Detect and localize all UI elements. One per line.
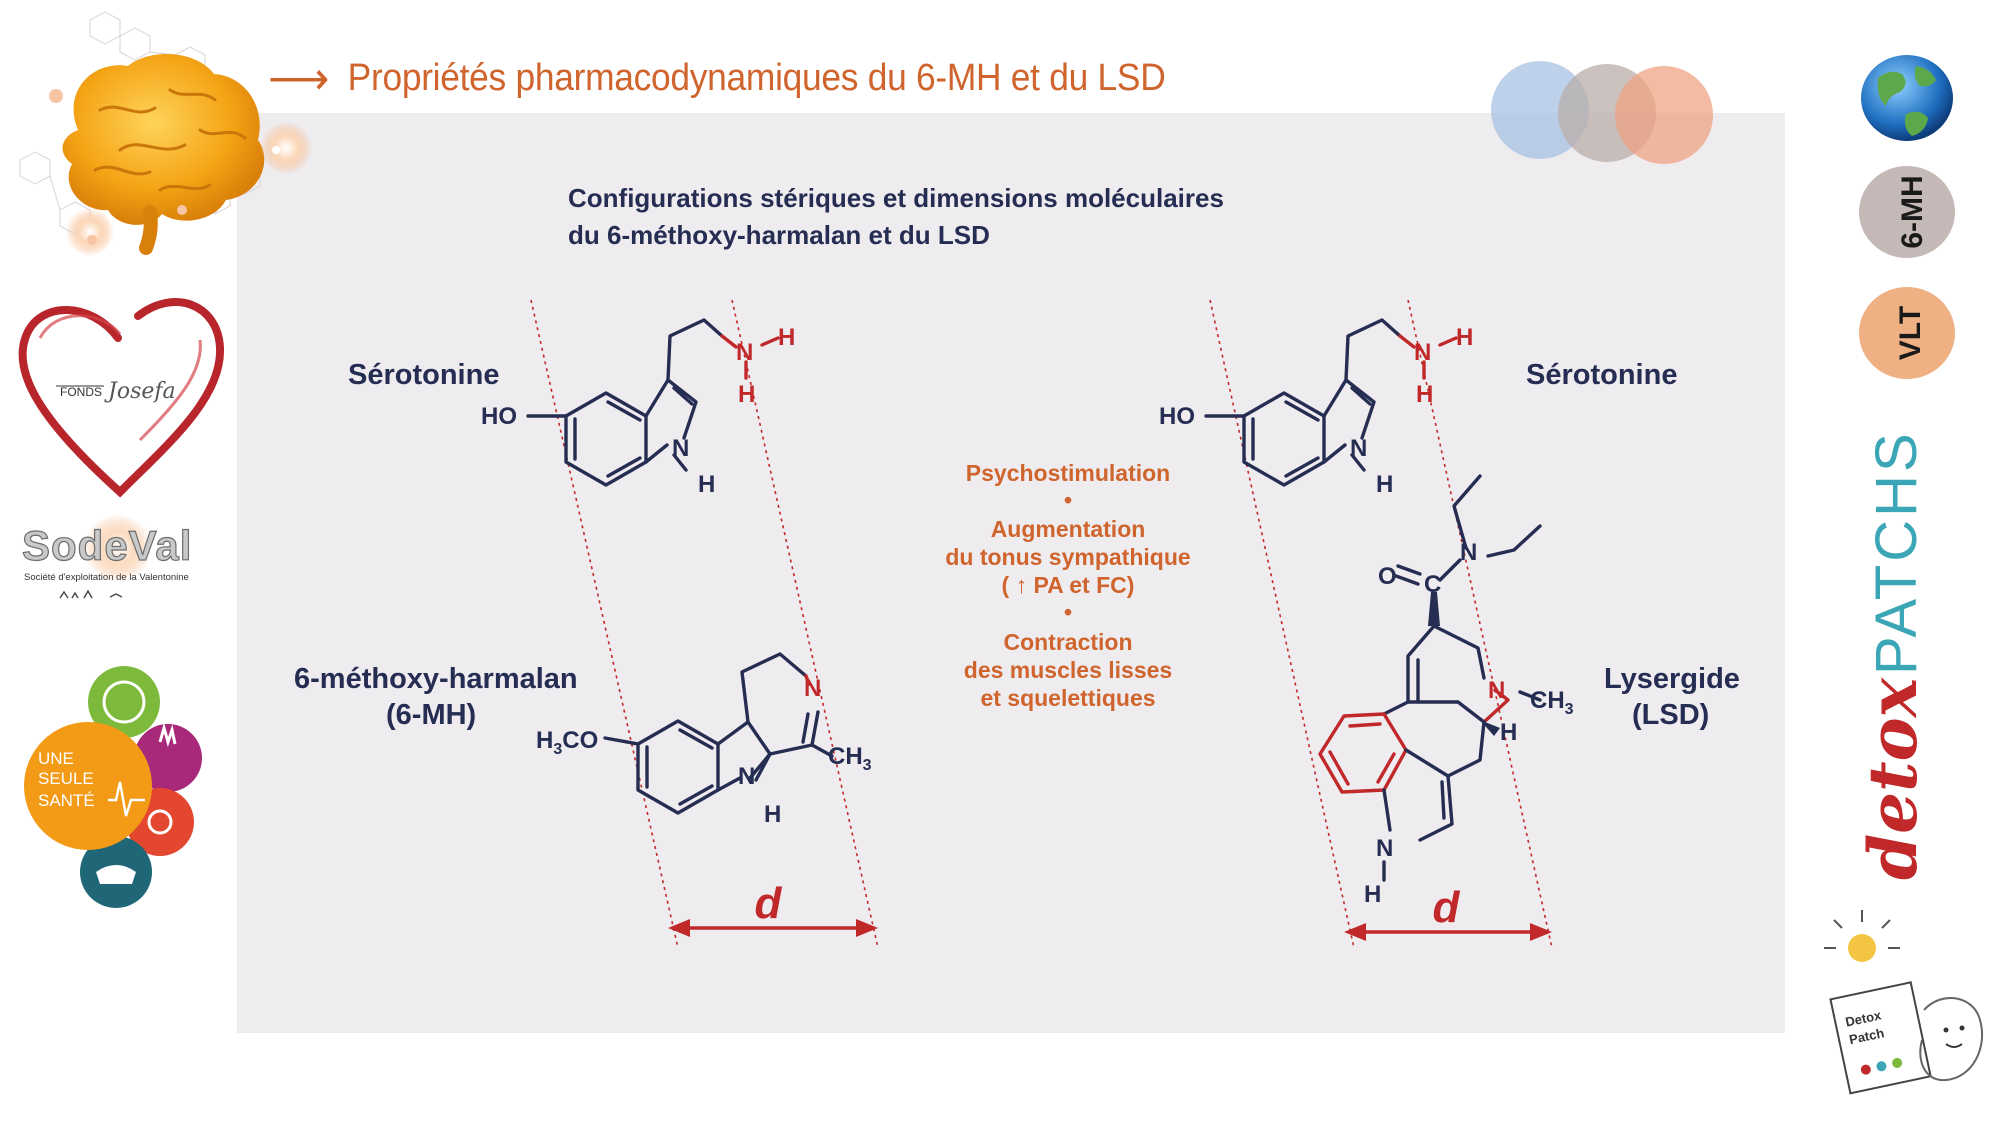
right-diagram: Sérotonine HO N H N H H Lysergide (LSD) — [1159, 299, 1740, 949]
heading-line-2: du 6-méthoxy-harmalan et du LSD — [568, 220, 990, 250]
right-lsd-ring-n: N — [1488, 677, 1505, 704]
left-serotonin-amine-h1: H — [778, 324, 795, 351]
left-harmalan-methoxy: H3CO — [536, 727, 598, 758]
effects-list: Psychostimulation • Augmentation du tonu… — [945, 460, 1190, 711]
right-lsd-indole-h: H — [1364, 881, 1381, 908]
left-distance-label: d — [755, 879, 783, 928]
detox-patchs-brand: detox PATCHS — [1854, 430, 1932, 880]
left-harmalan-n: N — [738, 763, 755, 790]
effect-2-line-2: du tonus sympathique — [945, 544, 1190, 570]
uss-line2: SEULE — [38, 769, 94, 788]
left-harmalan-structure: H3CO N H N CH3 — [536, 652, 872, 828]
right-serotonin-nh: H — [1376, 471, 1393, 498]
right-lsd-label-2: (LSD) — [1632, 699, 1709, 731]
right-lsd-amide-n: N — [1460, 539, 1477, 566]
right-distance-arrow: d — [1344, 883, 1552, 941]
effect-1: Psychostimulation — [966, 460, 1170, 486]
right-lsd-methyl: CH3 — [1530, 687, 1574, 718]
badge-6mh-text: 6-MH — [1896, 175, 1929, 248]
left-harmalan-ring-n: N — [804, 675, 821, 702]
effect-bullet-2: • — [1064, 599, 1072, 625]
left-guide-line-1 — [530, 299, 679, 949]
left-serotonin-structure: HO N H N H H — [481, 318, 795, 498]
left-harmalan-methyl: CH3 — [828, 743, 872, 774]
uss-line3: SANTÉ — [38, 791, 95, 810]
right-lsd-indole-n: N — [1376, 835, 1393, 862]
right-distance-label: d — [1433, 883, 1461, 932]
left-serotonin-label: Sérotonine — [348, 359, 499, 391]
badge-vlt-text: VLT — [1894, 306, 1927, 360]
left-harmalan-label-1: 6-méthoxy-harmalan — [294, 663, 578, 695]
effect-bullet-1: • — [1064, 487, 1072, 513]
sodeval-name: SodeVal — [22, 522, 192, 569]
badge-6mh: 6-MH — [1859, 166, 1955, 258]
left-serotonin-amine-n: N — [736, 339, 753, 366]
earth-icon — [1861, 55, 1953, 141]
effect-3-line-3: et squelettiques — [980, 685, 1155, 711]
right-serotonin-amine-h1: H — [1456, 324, 1473, 351]
right-serotonin-structure: HO N H N H H — [1159, 318, 1473, 498]
patch-box-text-2: Patch — [1848, 1025, 1886, 1047]
left-harmalan-nh: H — [764, 801, 781, 828]
right-lsd-structure: O C N N CH3 H N H — [1318, 474, 1574, 908]
left-diagram: Sérotonine HO N H N H H 6-méthoxy-harmal… — [294, 299, 879, 949]
right-guide-line-1 — [1209, 299, 1355, 949]
right-serotonin-n: N — [1350, 435, 1367, 462]
right-serotonin-amine-n: N — [1414, 339, 1431, 366]
right-serotonin-ho: HO — [1159, 403, 1195, 430]
right-lsd-c: C — [1424, 571, 1441, 598]
effect-3-line-1: Contraction — [1003, 629, 1132, 655]
uss-line1: UNE — [38, 749, 74, 768]
left-serotonin-ho: HO — [481, 403, 517, 430]
effect-3-line-2: des muscles lisses — [964, 657, 1172, 683]
left-serotonin-nh: H — [698, 471, 715, 498]
content-panel — [237, 113, 1785, 1033]
heading-line-1: Configurations stériques et dimensions m… — [568, 183, 1224, 213]
effect-2-line-3: ( ↑ PA et FC) — [1002, 572, 1135, 598]
title-arrow-icon: ⟶ — [268, 52, 330, 104]
overlapping-circles-decoration — [1491, 61, 1713, 164]
detox-word: detox — [1854, 677, 1932, 880]
patch-mascot-illustration: Detox Patch — [1824, 910, 1984, 1095]
brain-logo — [19, 11, 312, 256]
left-serotonin-n: N — [672, 435, 689, 462]
effect-2-line-1: Augmentation — [991, 516, 1146, 542]
slide-title: ⟶ Propriétés pharmacodynamiques du 6-MH … — [268, 48, 1166, 108]
title-text: Propriétés pharmacodynamiques du 6-MH et… — [347, 56, 1166, 99]
left-distance-arrow: d — [668, 879, 878, 937]
fonds-text: FONDS — [60, 385, 102, 399]
badge-vlt: VLT — [1859, 287, 1955, 379]
left-serotonin-amine-h2: H — [738, 381, 755, 408]
right-lsd-h: H — [1500, 719, 1517, 746]
patchs-word: PATCHS — [1864, 430, 1929, 675]
left-guide-line-2 — [731, 299, 879, 949]
left-harmalan-label-2: (6-MH) — [386, 699, 476, 731]
sodeval-logo: SodeVal Société d'exploitation de la Val… — [21, 514, 192, 599]
right-guide-line-2 — [1407, 299, 1553, 949]
fonds-josefa-logo: FONDS Josefa — [18, 298, 225, 498]
right-serotonin-amine-h2: H — [1416, 381, 1433, 408]
right-lsd-label-1: Lysergide — [1604, 663, 1740, 695]
right-serotonin-label: Sérotonine — [1526, 359, 1677, 391]
josefa-text: Josefa — [104, 379, 176, 404]
une-seule-sante-logo: UNE SEULE SANTÉ — [24, 666, 202, 908]
sodeval-subtitle: Société d'exploitation de la Valentonine — [24, 572, 189, 583]
right-lsd-o: O — [1378, 563, 1397, 590]
